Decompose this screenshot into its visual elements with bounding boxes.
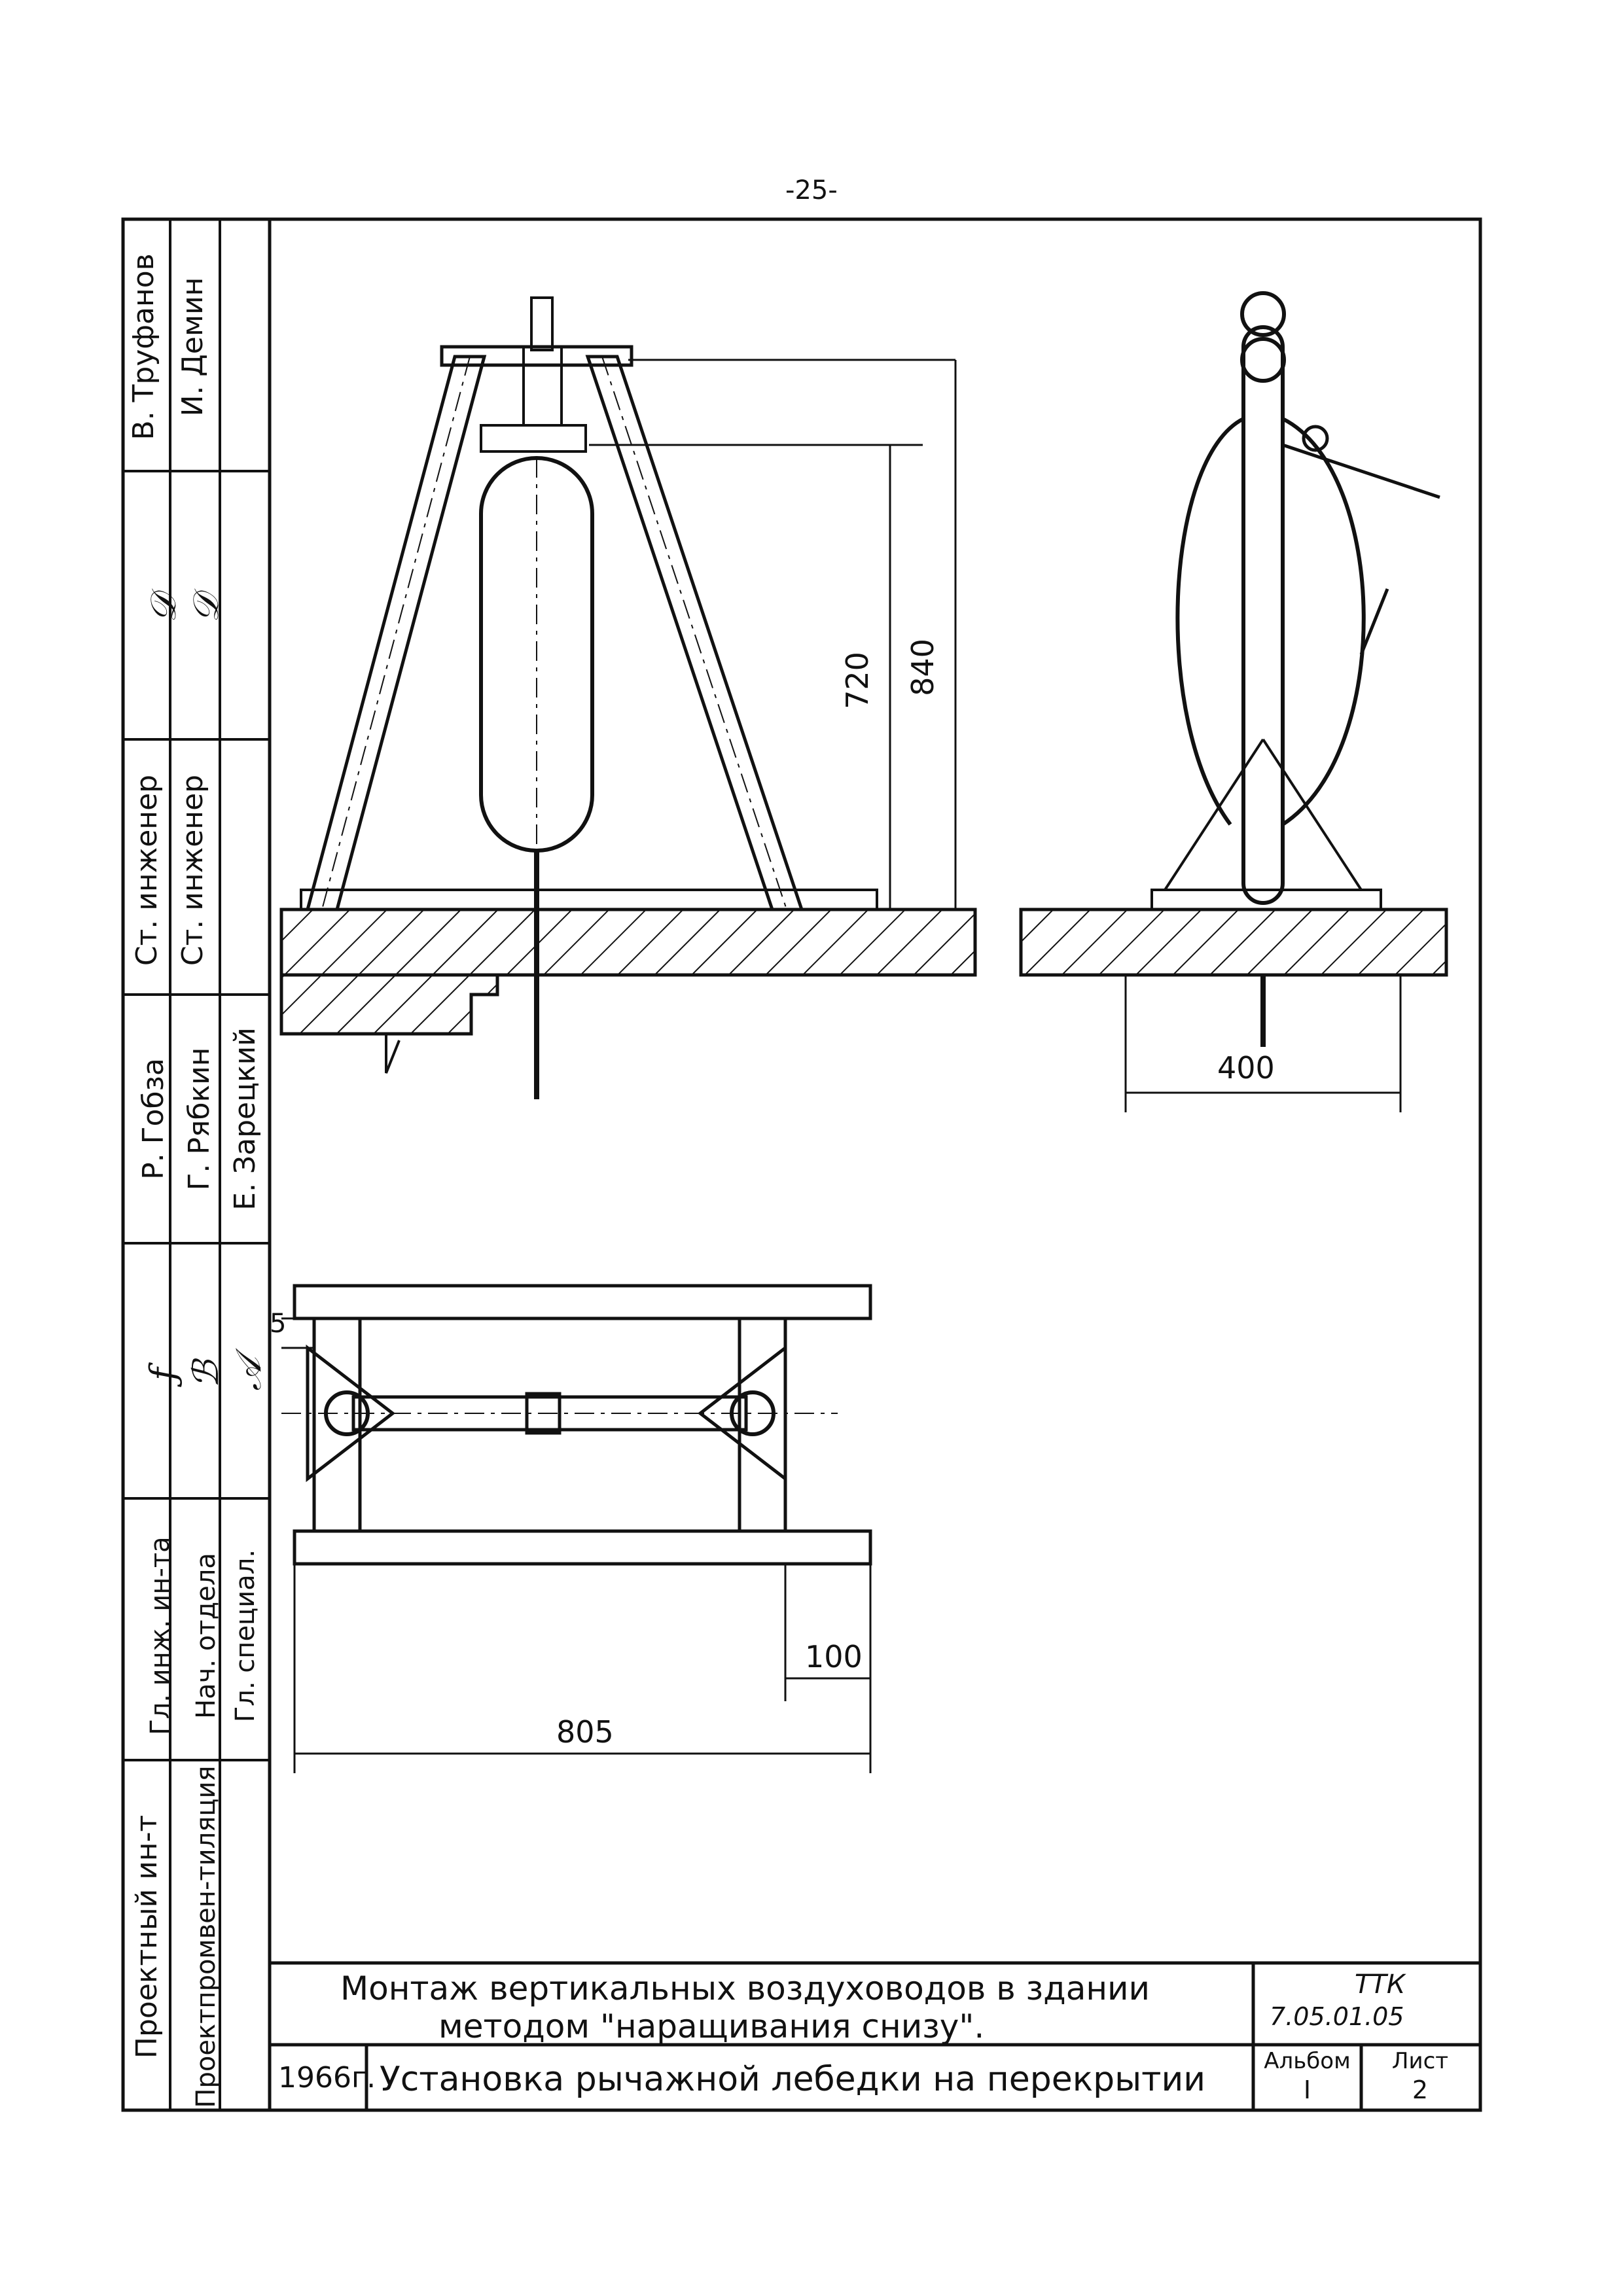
sheet-value: 2 (1412, 2075, 1429, 2104)
title-line-1: Монтаж вертикальных воздуховодов в здани… (340, 1969, 1150, 2007)
sheet-label: Лист (1391, 2048, 1449, 2074)
stamp-signature-2: ℬ (185, 1360, 226, 1388)
page-number: -25- (785, 175, 838, 205)
dim-840: 840 (905, 639, 940, 696)
plan-beam-bottom (293, 1529, 872, 1566)
stamp-signature-1: ƒ (143, 1368, 184, 1381)
tripod-leg-left (305, 355, 487, 911)
doc-code: 7.05.01.05 (1270, 2002, 1404, 2031)
stamp-role-1: Ст. инженер (130, 774, 164, 966)
plan-shaft (351, 1395, 748, 1432)
slab-breakout (279, 975, 499, 1036)
stamp-role-2: Ст. инженер (176, 774, 209, 966)
hook-top (530, 296, 554, 351)
stamp-name-1: Р. Гобза (137, 1058, 170, 1180)
album-label: Альбом (1264, 2048, 1351, 2074)
stamp-organization: Проектпромвен-тиляция (191, 1765, 221, 2108)
dim-400: 400 (1217, 1050, 1275, 1086)
stamp-position-3: Гл. специал. (230, 1549, 260, 1723)
dim-805: 805 (556, 1714, 614, 1750)
clamp (480, 424, 587, 453)
front-view (279, 296, 977, 1099)
stamp-institute: Проектный ин-т (130, 1814, 164, 2059)
plan-view (281, 1284, 872, 1773)
side-column (1241, 325, 1285, 905)
stamp-name-5: И. Демин (176, 277, 209, 417)
year: 1966г. (278, 2061, 376, 2094)
stamp-signature-4: 𝒟 (143, 594, 184, 623)
floor-slab-side (1019, 908, 1448, 977)
winch-drum-side (1175, 417, 1245, 826)
title-line-2: методом "наращивания снизу". (438, 2007, 985, 2045)
tripod-leg-right (585, 355, 804, 911)
title-block (270, 1961, 1480, 2110)
album-value: I (1303, 2075, 1311, 2104)
stamp-signature-5: 𝒟 (185, 594, 226, 623)
stamp-signature-3: 𝒜 (228, 1357, 269, 1391)
dim-100: 100 (805, 1639, 863, 1674)
side-view (1019, 291, 1448, 1112)
stamp-name-3: Е. Зарецкий (228, 1027, 262, 1210)
stamp-position-1: Гл. инж. ин-та (145, 1536, 175, 1735)
stamp-name-2: Г. Рябкин (183, 1047, 216, 1191)
drawing-subtitle: Установка рычажной лебедки на перекрытии (380, 2060, 1206, 2099)
plan-beam-top (293, 1284, 872, 1320)
stamp-name-4: В. Труфанов (127, 253, 160, 440)
stamp-position-2: Нач. отдела (191, 1553, 221, 1719)
sheet-frame (121, 217, 1482, 2112)
code-label: ТТК (1355, 1969, 1406, 2000)
floor-slab-front (279, 908, 977, 977)
dim-5: 5 (270, 1309, 287, 1339)
dim-720: 720 (840, 652, 875, 709)
